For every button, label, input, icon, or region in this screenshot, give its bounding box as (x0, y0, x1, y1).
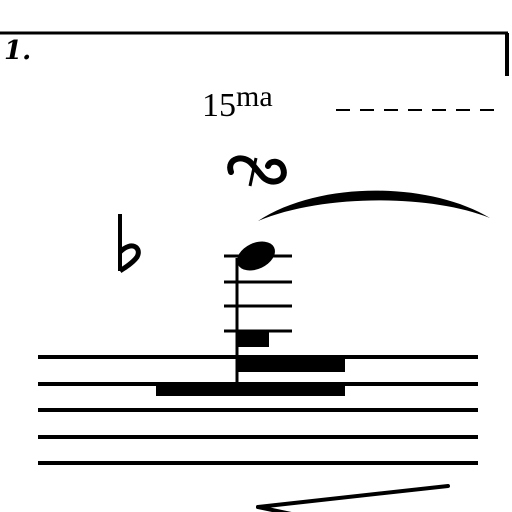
ottava-number: 15 (202, 87, 236, 124)
slur (258, 190, 490, 221)
turn-ornament-stroke (248, 157, 258, 187)
notehead-icon (237, 241, 275, 271)
flat-icon (118, 214, 141, 274)
ottava-marking: 15ma (202, 82, 273, 124)
ledger-lines (224, 254, 292, 333)
ottava-suffix: ma (236, 80, 273, 113)
volta-bracket (0, 31, 509, 76)
turn-ornament-icon (227, 155, 287, 185)
beam-fragments (156, 331, 345, 396)
staff-lines (38, 355, 478, 465)
volta-number: 1. (4, 36, 32, 66)
decrescendo-hairpin (256, 484, 450, 512)
